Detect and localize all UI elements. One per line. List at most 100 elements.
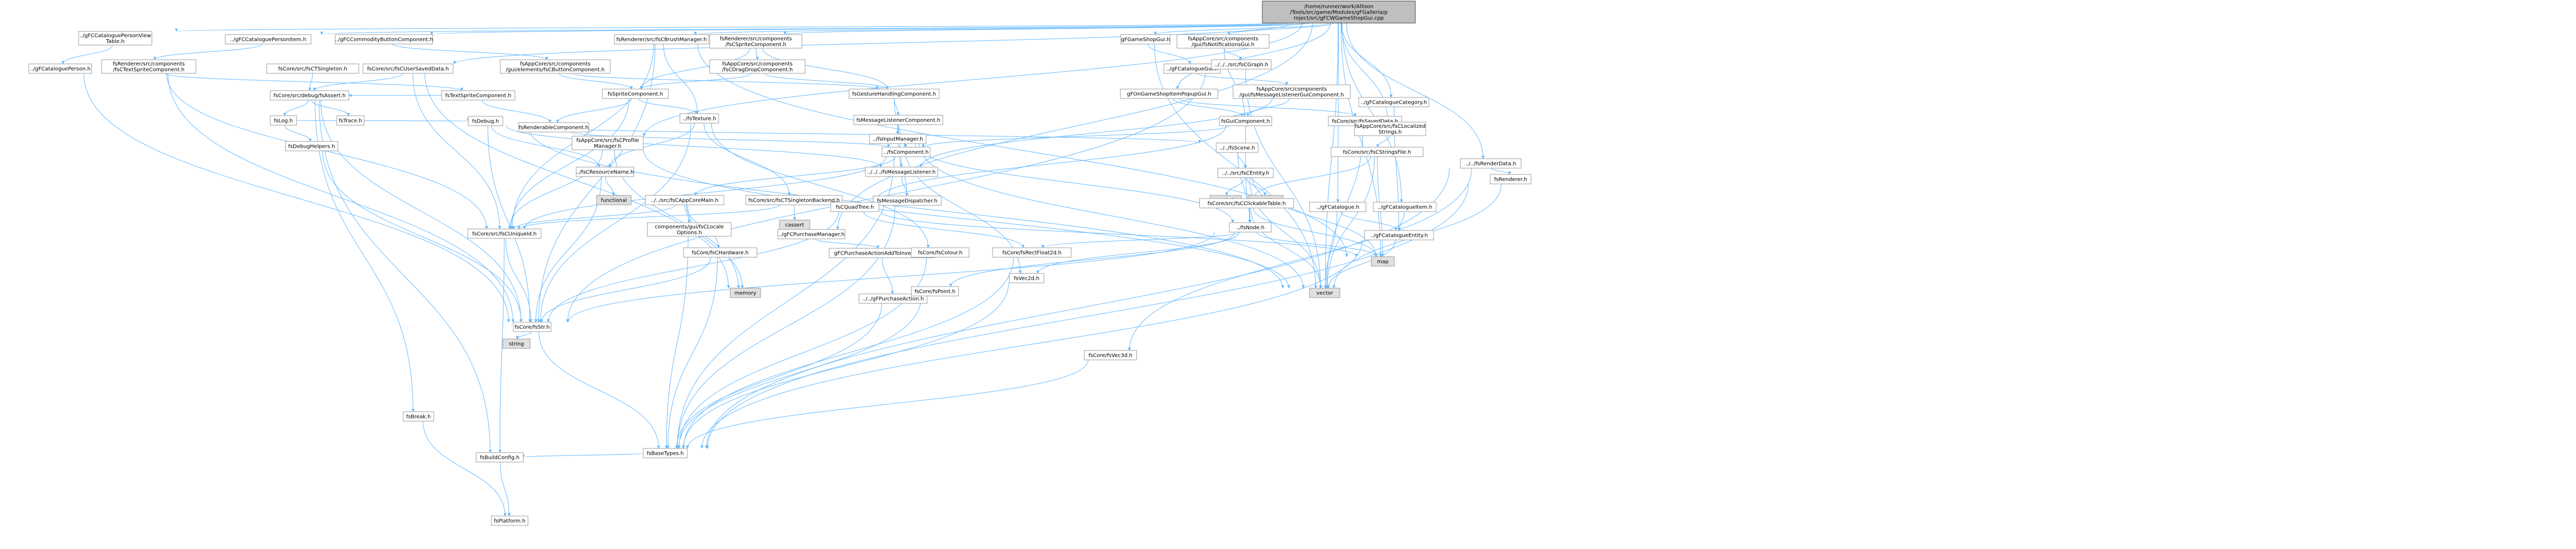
graph-node-spritecomp[interactable]: fsRenderer/src/components/fsCSpriteCompo… [709, 34, 802, 49]
graph-node-uniqueid[interactable]: fsCore/src/fsCUniqueId.h [467, 228, 542, 239]
graph-node-fstrace[interactable]: fsTrace.h [336, 115, 365, 126]
graph-node-catalogueitem[interactable]: ../gFCatalogueItem.h [1373, 202, 1437, 212]
edge-n_sprite2-to-n_renderablecomp [556, 98, 632, 123]
graph-node-dragdrop[interactable]: fsAppCore/src/components/fsCDragDropComp… [709, 59, 806, 74]
node-box [1309, 288, 1340, 298]
node-box [1229, 222, 1272, 233]
node-label: fsAppCore/src/components [1188, 36, 1259, 42]
edge-root-to-n_catalogueitem [1341, 23, 1403, 203]
graph-node-memory[interactable]: memory [730, 288, 761, 298]
node-label: fsMessageListenerComponent.h [856, 118, 940, 124]
node-label: fsCQuadTree.h [836, 205, 874, 211]
graph-node-string[interactable]: string [502, 338, 531, 349]
graph-node-textsprite[interactable]: fsTextSpriteComponent.h [441, 90, 515, 101]
graph-node-fsbreak[interactable]: fsBreak.h [403, 411, 434, 422]
graph-node-fsdebughelp[interactable]: fsDebugHelpers.h [285, 141, 338, 151]
node-box [911, 286, 959, 297]
graph-node-appcoremain[interactable]: ../../src/fsCAppCoreMain.h [645, 195, 724, 205]
graph-node-scene[interactable]: ../../fsScene.h [1216, 142, 1259, 153]
graph-node-fspoint[interactable]: fsCore/fsPoint.h [911, 286, 959, 297]
graph-node-buildcfg[interactable]: fsBuildConfig.h [476, 452, 524, 463]
graph-node-catalogueentity[interactable]: ../gFCatalogueEntity.h [1364, 230, 1434, 240]
graph-node-component[interactable]: ../fsComponent.h [882, 147, 931, 157]
edge-n_fsstr-to-n_basetypes [538, 331, 660, 449]
node-label: gFOnGameShopItemPopupGui.h [1127, 92, 1211, 97]
graph-node-catalogue[interactable]: ../gFCatalogue.h [1309, 202, 1367, 212]
graph-node-functional[interactable]: functional [596, 195, 632, 205]
edge-n_msglistencomp-to-n_msglistener [898, 124, 903, 168]
graph-node-buttoncomp[interactable]: fsAppCore/src/components/gui/elements/fs… [500, 59, 611, 74]
edge-n_restype-to-n_functional [605, 176, 615, 196]
graph-node-cataloggui[interactable]: ../gFCatalogueGui.h [1163, 63, 1221, 74]
graph-node-vector[interactable]: vector [1309, 288, 1340, 298]
graph-node-clickable[interactable]: fsCore/src/fsCClickableTable.h [1199, 198, 1294, 208]
graph-node-renderer[interactable]: fsRenderer.h [1490, 174, 1532, 184]
graph-node-fsusersaved[interactable]: fsCore/src/fsCUserSavedData.h [362, 63, 454, 74]
graph-node-fssingleton[interactable]: fsCore/src/fsCTSingleton.h [266, 63, 359, 74]
graph-node-singletonbk[interactable]: fsCore/src/fsCTSingletonBackend.h [745, 195, 843, 205]
graph-node-vec3d[interactable]: fsCore/fsVec3d.h [1084, 350, 1137, 360]
node-label: Manager.h [594, 144, 621, 149]
graph-node-fsdebugasset[interactable]: fsCore/src/debug/fsAssert.h [270, 90, 349, 101]
graph-node-rctext[interactable]: fsRenderer/src/components/fsCTextSpriteC… [101, 59, 196, 74]
graph-node-root[interactable]: /home/runner/work/Allison/Tools/src/game… [1262, 1, 1416, 24]
graph-node-gesture[interactable]: fsGestureHandlingComponent.h [849, 89, 940, 99]
edge-n_renderdata-to-n_basetypes [704, 168, 1450, 449]
edge-n_ccbc-to-n_buttoncomp [392, 43, 548, 60]
graph-node-cassert[interactable]: cassert [779, 219, 810, 230]
graph-node-fsrect[interactable]: fsCore/fsRectFloat2d.h [992, 247, 1072, 258]
graph-node-stringfile[interactable]: fsCore/src/fsCStringsFile.h [1330, 147, 1424, 157]
node-box [1211, 59, 1272, 70]
graph-node-basetypes[interactable]: fsBaseTypes.h [643, 448, 688, 458]
graph-node-notifgui[interactable]: fsAppCore/src/components/gui/fsNotificat… [1176, 34, 1270, 49]
node-label: Table.h [105, 39, 124, 45]
graph-node-entity[interactable]: ../../src/fsCEntity.h [1217, 168, 1274, 178]
graph-node-cataloguecat[interactable]: ../gFCatalogueCategory.h [1358, 97, 1429, 107]
edge-n_sprite2-to-n_texture [638, 98, 698, 114]
graph-node-vec2d[interactable]: fsVec2d.h [1009, 273, 1044, 283]
edge-n_appcoremain-to-n_uniqueid [512, 204, 676, 229]
graph-node-msglistenergui[interactable]: fsAppCore/src/components/gui/fsMessageLi… [1232, 84, 1351, 99]
graph-node-popupgui[interactable]: gFOnGameShopItemPopupGui.h [1120, 89, 1218, 99]
edge-n_renderdata-to-n_vec3d [1128, 168, 1472, 351]
graph-node-ccpi[interactable]: ../gFCCataloguePersonItem.h [225, 34, 312, 45]
graph-node-platform[interactable]: fsPlatform.h [491, 515, 529, 526]
graph-node-brushmgr[interactable]: fsRenderer/src/fsCBrushManager.h [614, 34, 709, 45]
graph-node-renderablecomp[interactable]: fsRenderableComponent.h [518, 122, 589, 133]
node-label: fsBreak.h [406, 414, 431, 420]
graph-node-msgdispatch[interactable]: fsMessageDispatcher.h [873, 195, 942, 206]
edge-n_rctext-to-n_fsstr [168, 73, 515, 323]
graph-node-quadtree[interactable]: fsCQuadTree.h [830, 202, 879, 212]
node-label: ../fsCResourceName.h [576, 170, 634, 175]
graph-node-graph[interactable]: ../../../src/fsCGraph.h [1211, 59, 1272, 70]
graph-node-renderdata[interactable]: ../../fsRenderData.h [1460, 158, 1522, 169]
graph-node-colour[interactable]: fsCore/fsColour.h [911, 247, 970, 258]
graph-node-ccbc[interactable]: ../gFCCommodityButtonComponent.h [335, 34, 433, 45]
graph-node-fsdebug[interactable]: fsDebug.h [468, 116, 503, 126]
graph-node-shopgui[interactable]: gFGameShopGui.h [1120, 34, 1171, 45]
graph-node-ccpl[interactable]: ../gFCataloguePerson.h [28, 63, 92, 74]
graph-node-fsnode[interactable]: ../fsNode.h [1229, 222, 1272, 233]
graph-node-sprite2[interactable]: fsSpriteComponent.h [602, 89, 669, 99]
graph-node-hardware[interactable]: fsCore/fsCHardware.h [683, 247, 757, 258]
edge-n_msgdispatch-to-n_basetypes [676, 205, 896, 449]
node-label: ../gFCatalogueEntity.h [1370, 233, 1428, 239]
edge-n_entity-to-n_map [1252, 177, 1378, 257]
graph-node-purchase[interactable]: ../gFCPurchaseManager.h [777, 229, 845, 239]
graph-node-guicomp[interactable]: fsGuiComponent.h [1219, 116, 1272, 126]
graph-node-fsstr[interactable]: fsCore/fsStr.h [513, 322, 552, 332]
graph-node-fslog[interactable]: fsLog.h [270, 115, 297, 126]
graph-node-msglistencomp[interactable]: fsMessageListenerComponent.h [853, 115, 943, 125]
graph-node-msglistener[interactable]: ../../../fsMessageListener.h [865, 167, 938, 177]
edge-n_scene-to-n_fsnode [1237, 152, 1251, 223]
graph-node-inputmgr[interactable]: ../fsInputManager.h [869, 134, 927, 144]
graph-node-purchaseaction[interactable]: ../../gFPurchaseAction.h [858, 293, 928, 304]
graph-node-texture[interactable]: ../fsTexture.h [679, 113, 719, 124]
graph-node-restype[interactable]: ../fsCResourceName.h [576, 167, 634, 177]
graph-node-map[interactable]: map [1371, 256, 1395, 267]
edge-root-to-n_renderdata [1346, 23, 1485, 159]
